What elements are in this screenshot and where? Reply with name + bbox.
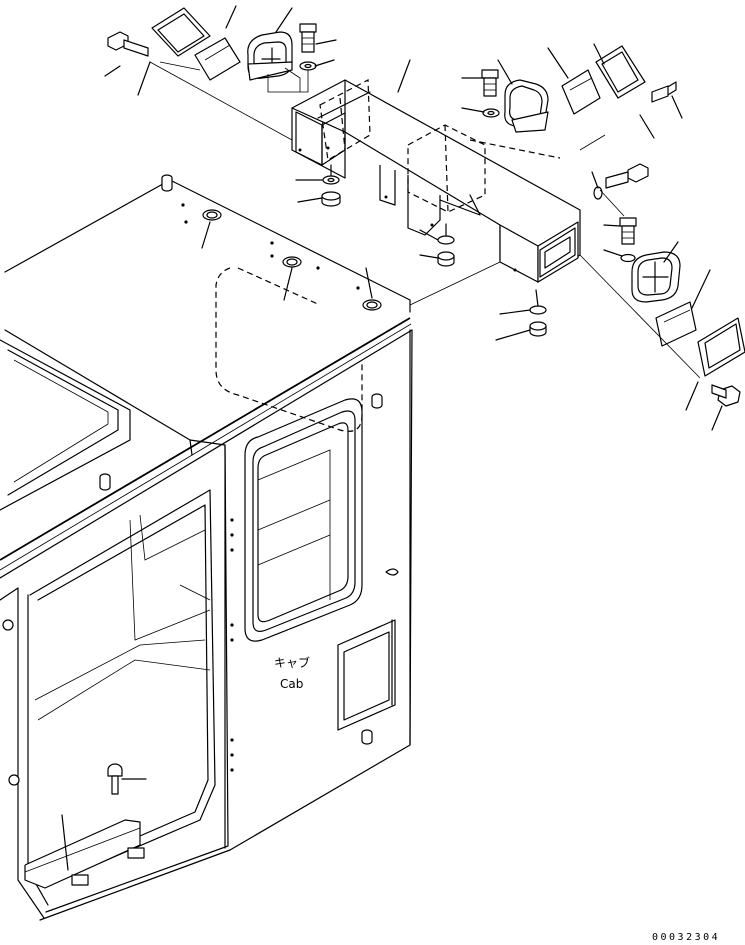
lamp-assembly-right-lower (591, 163, 745, 431)
roof-details (99, 174, 399, 745)
door-frame (24, 489, 216, 889)
assembly-lines (149, 59, 701, 379)
cab-label-jp: キャブ (274, 655, 310, 670)
side-window (230, 398, 363, 772)
fasteners-under-bracket (295, 175, 547, 341)
lamp-bracket (291, 79, 581, 283)
drawing-code: 00032304 (652, 932, 720, 943)
cab-label-en: Cab (280, 677, 303, 691)
lamp-assembly-right-top (461, 43, 683, 139)
rear-small-window (337, 619, 396, 731)
lamp-assembly-left (104, 5, 337, 96)
window-rivets (230, 518, 234, 772)
